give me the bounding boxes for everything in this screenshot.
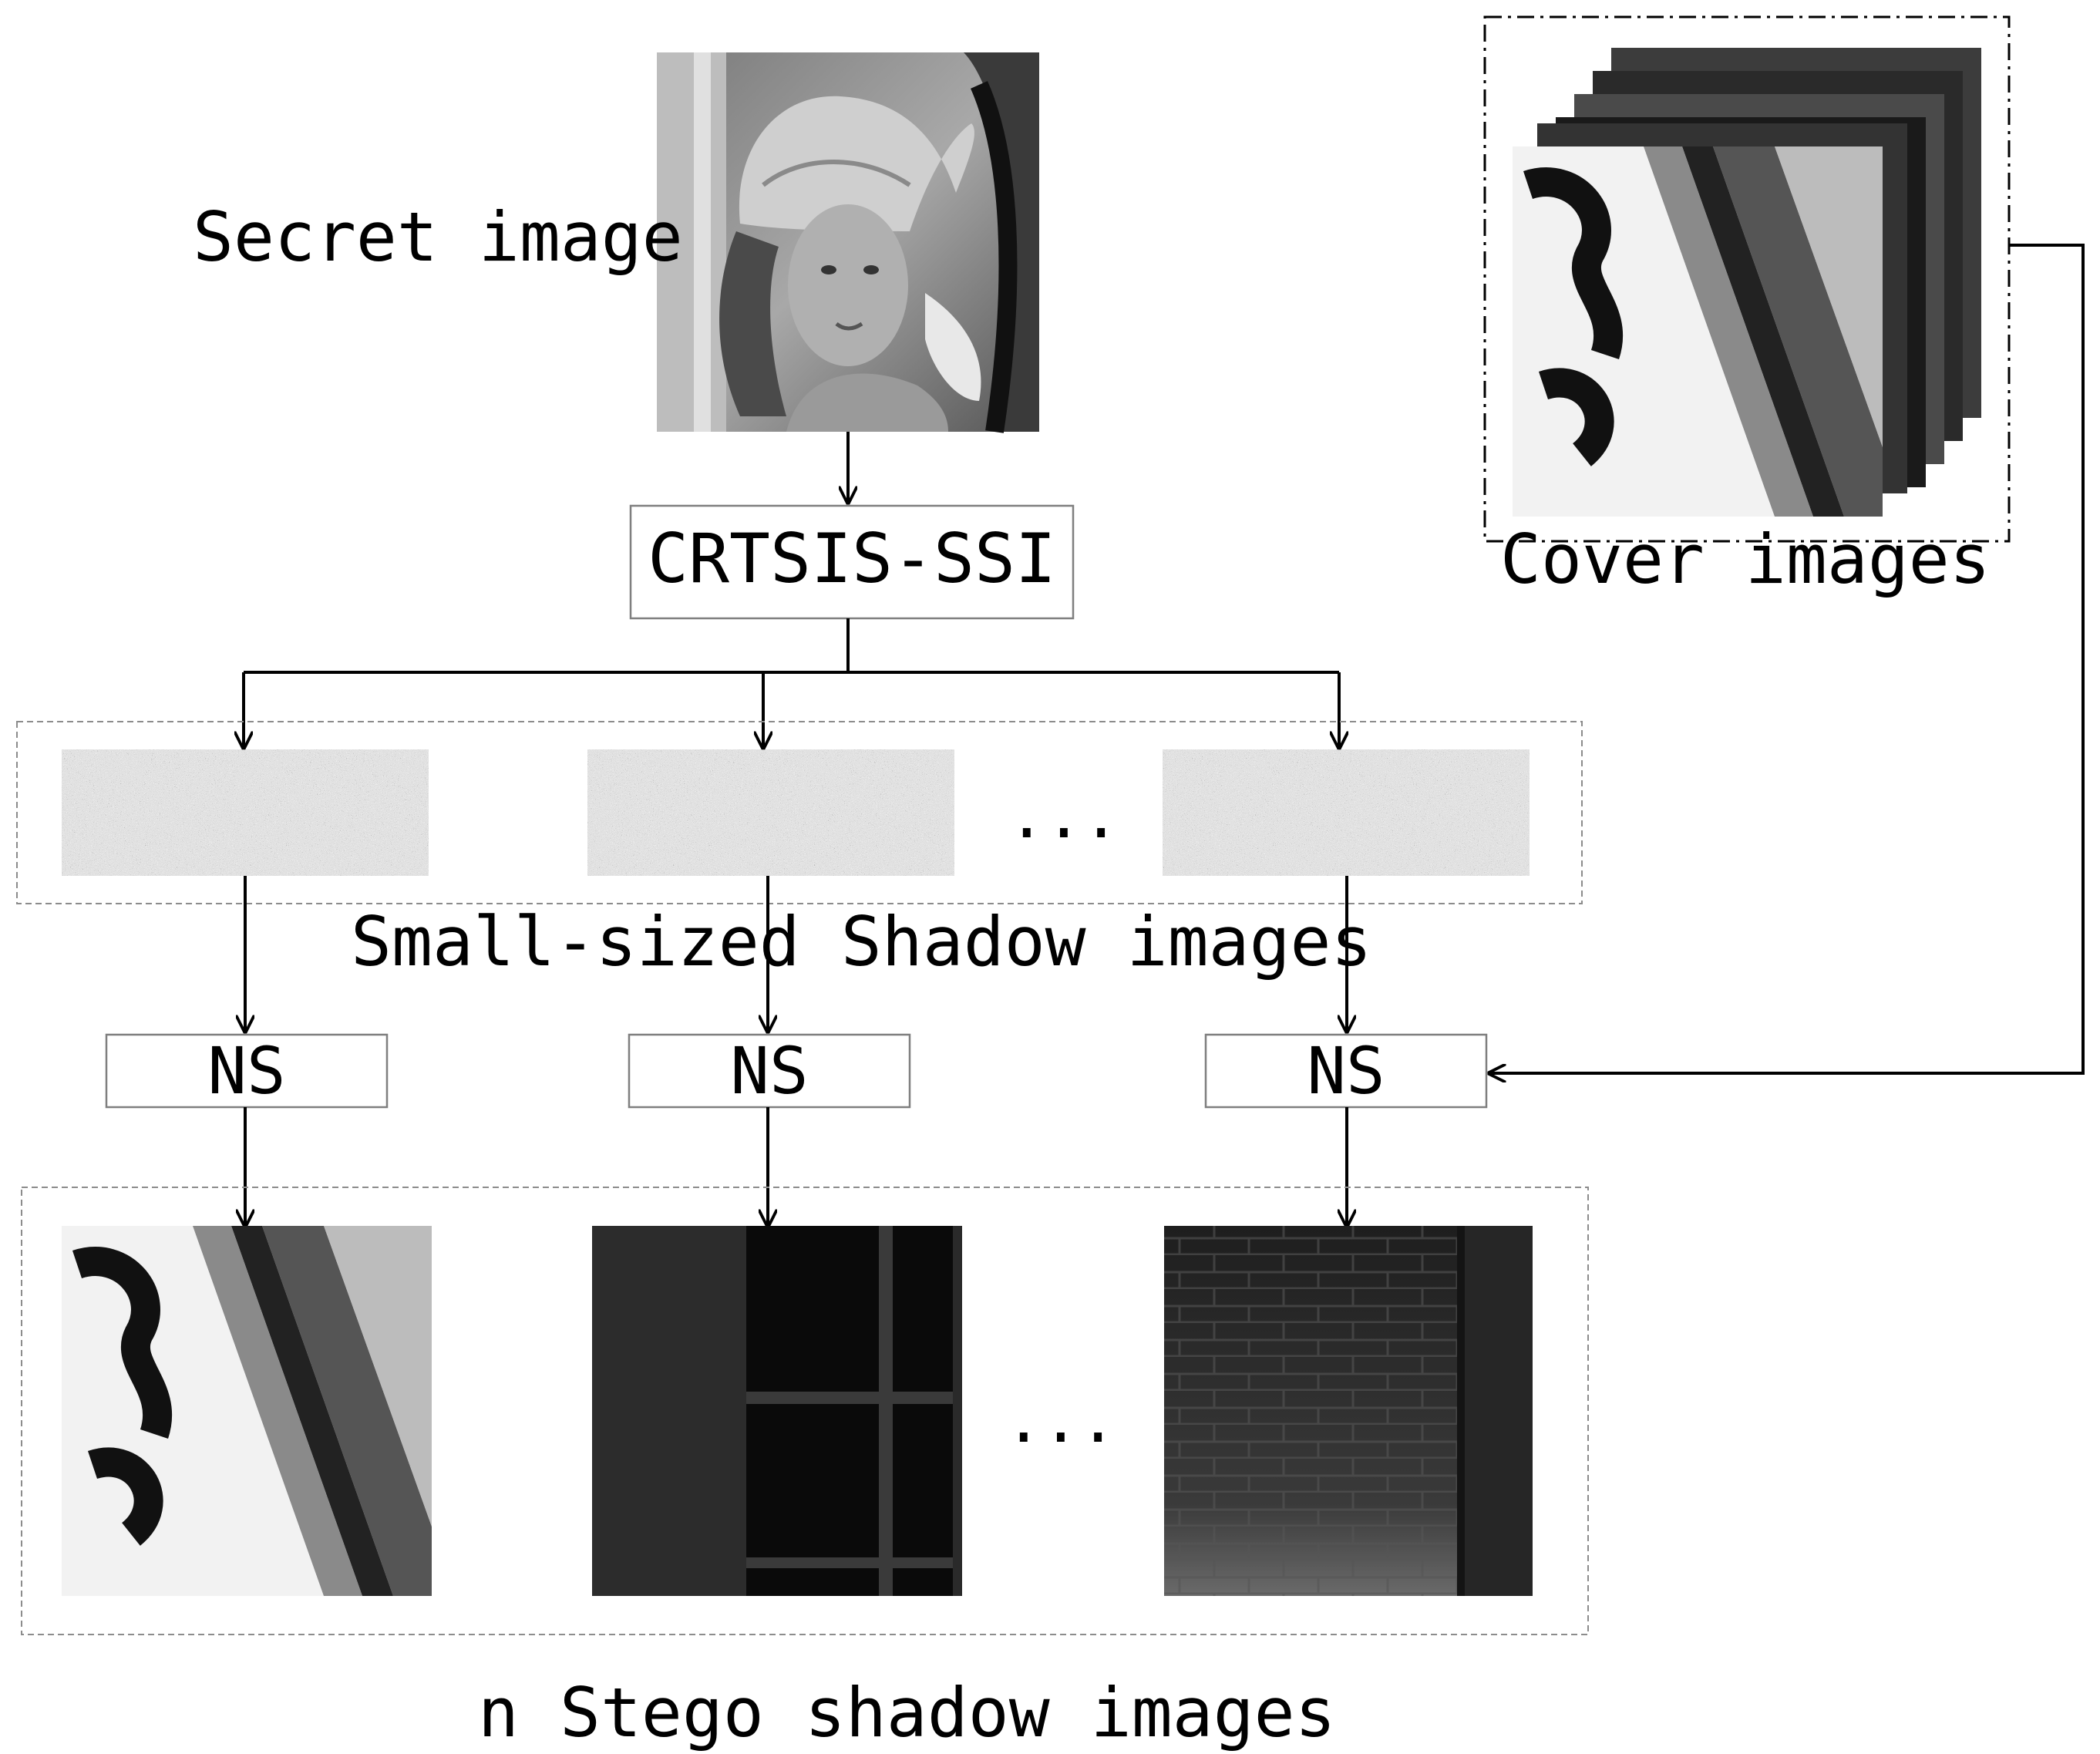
stego-image-2	[592, 1226, 962, 1596]
arrows-ns-to-stego	[245, 1107, 1347, 1226]
ns-label-1: NS	[207, 1033, 285, 1109]
ns-label-2: NS	[730, 1033, 808, 1109]
branch-lines	[244, 618, 1339, 748]
ns-box-n: NS	[1204, 1033, 1488, 1109]
secret-image-label: Secret image	[193, 197, 683, 277]
secret-image	[657, 52, 1039, 433]
shadow-image-2	[587, 749, 954, 876]
arrows-shadow-to-ns	[245, 876, 1347, 1032]
ns-box-2: NS	[628, 1033, 911, 1109]
stego-image-1	[62, 1226, 432, 1596]
arrow-cover-to-ns	[1489, 244, 2085, 1073]
small-shadow-images-label: Small-sized Shadow images	[351, 902, 1372, 981]
ellipsis-shadow: ...	[1008, 780, 1120, 852]
stego-image-n	[1164, 1226, 1533, 1596]
shadow-image-n	[1163, 749, 1530, 876]
stego-shadow-images-label: n Stego shadow images	[478, 1673, 1336, 1752]
cover-images-label: Cover images	[1500, 520, 1991, 599]
ns-label-n: NS	[1307, 1033, 1385, 1109]
ellipsis-stego: ...	[1005, 1385, 1117, 1456]
crtsis-ssi-box: CRTSIS-SSI	[629, 504, 1075, 620]
stego-images-group	[21, 1187, 1589, 1635]
cover-images-group	[1483, 15, 2011, 543]
cover-image-stack	[1513, 48, 1981, 517]
shadow-image-1	[62, 749, 429, 876]
ns-box-1: NS	[105, 1033, 389, 1109]
shadow-images-group	[16, 721, 1583, 904]
crtsis-ssi-label: CRTSIS-SSI	[648, 519, 1056, 598]
